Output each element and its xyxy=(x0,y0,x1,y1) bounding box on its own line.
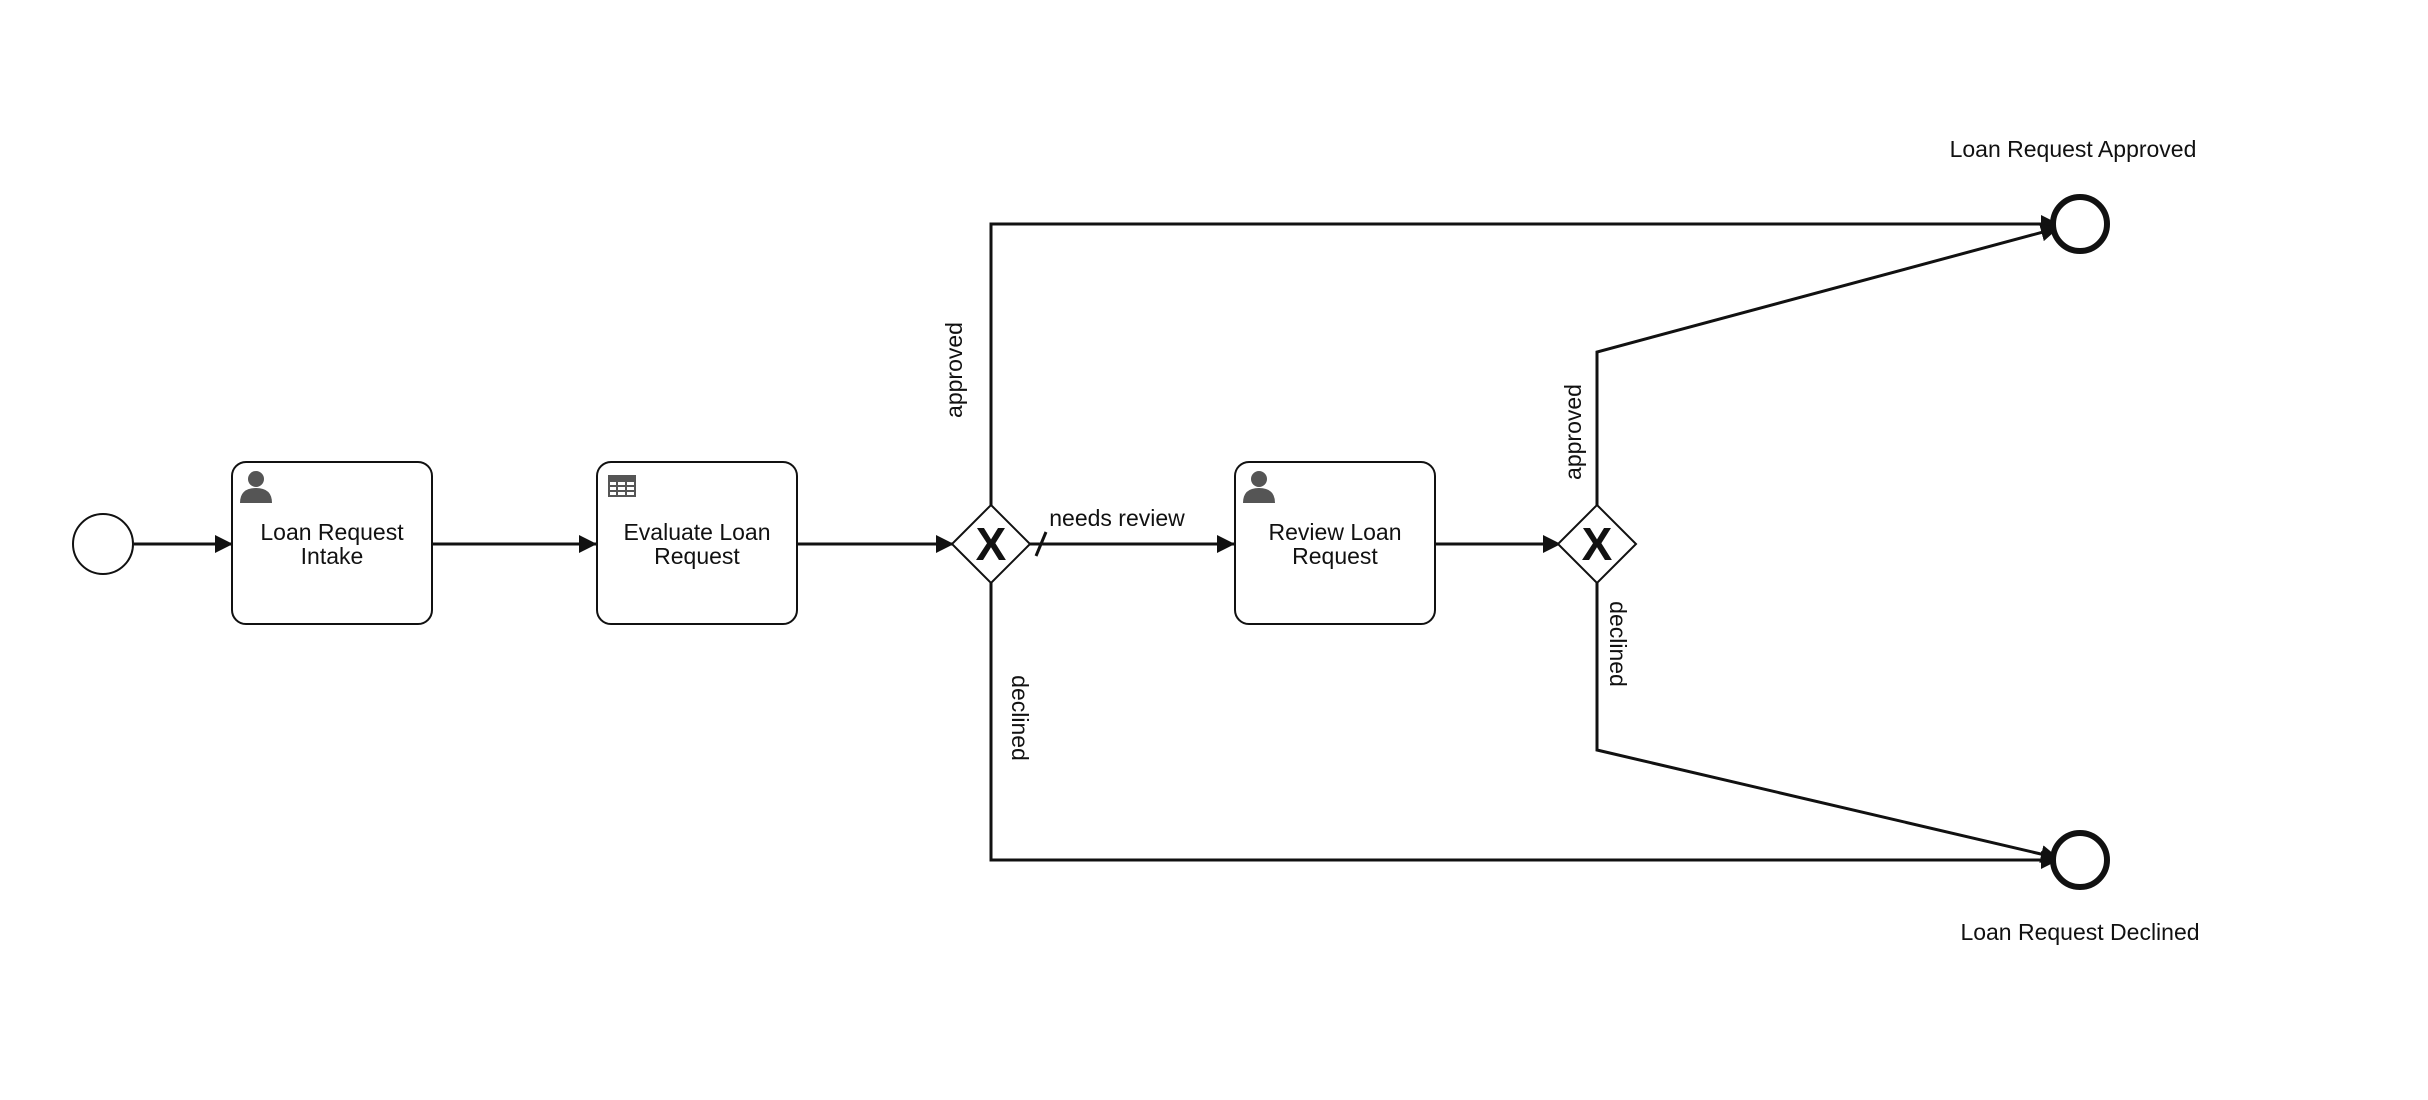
user-icon xyxy=(240,471,272,503)
flow-gateway1-approved[interactable] xyxy=(989,215,2059,505)
task-label: Loan Request xyxy=(260,519,404,545)
flow-gateway2-approved[interactable] xyxy=(1595,223,2059,505)
task-label: Evaluate Loan xyxy=(623,519,770,545)
task-label: Request xyxy=(654,543,740,569)
user-icon xyxy=(1243,471,1275,503)
start-event[interactable] xyxy=(72,513,134,575)
gateway-x-marker: X xyxy=(976,518,1007,570)
task-label: Request xyxy=(1292,543,1378,569)
end-event-declined[interactable] xyxy=(2050,830,2110,890)
task-label: Intake xyxy=(301,543,364,569)
task-loan-request-intake[interactable]: Loan Request Intake xyxy=(231,461,433,625)
task-review-loan-request[interactable]: Review Loan Request xyxy=(1234,461,1436,625)
exclusive-gateway-2[interactable]: X xyxy=(1556,503,1638,585)
flow-gateway1-declined[interactable] xyxy=(989,583,2059,869)
flow-gateway2-declined[interactable] xyxy=(1595,583,2059,863)
flow-label-approved: approved xyxy=(941,322,967,418)
exclusive-gateway-1[interactable]: X xyxy=(950,503,1032,585)
flow-label-approved: approved xyxy=(1560,384,1586,480)
business-rule-table-icon xyxy=(608,475,636,497)
end-event-approved-label: Loan Request Approved xyxy=(1950,136,2197,162)
end-event-declined-label: Loan Request Declined xyxy=(1960,919,2199,945)
default-flow-slash xyxy=(1034,531,1048,557)
flow-label-needs-review: needs review xyxy=(1049,505,1185,531)
end-event-approved[interactable] xyxy=(2050,194,2110,254)
gateway-x-marker: X xyxy=(1582,518,1613,570)
flow-label-declined: declined xyxy=(1007,675,1033,761)
task-label: Review Loan xyxy=(1269,519,1402,545)
task-evaluate-loan-request[interactable]: Evaluate Loan Request xyxy=(596,461,798,625)
flow-label-declined: declined xyxy=(1605,601,1631,687)
